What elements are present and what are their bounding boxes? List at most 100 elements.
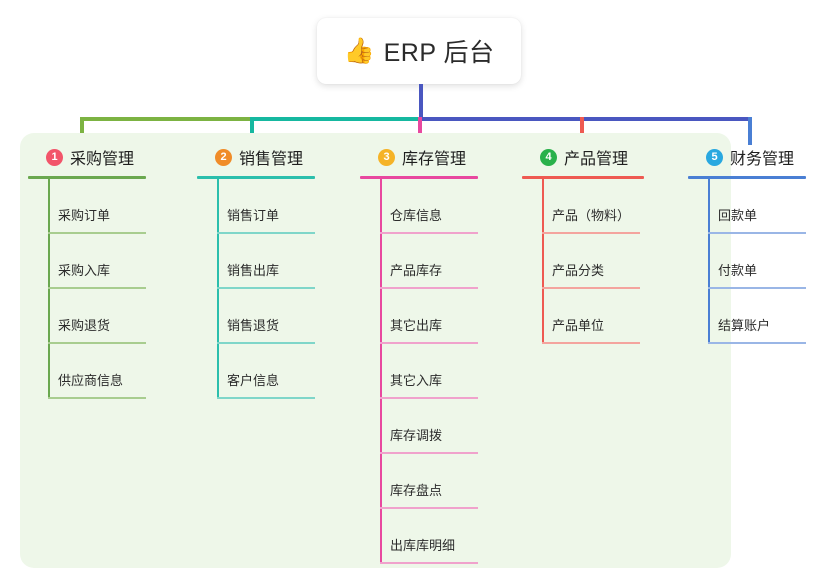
leaf-item-label: 采购订单 <box>58 208 111 223</box>
leaf-item-underline <box>542 342 640 344</box>
leaf-item[interactable]: 库存调拨 <box>360 399 478 454</box>
leaf-item[interactable]: 采购退货 <box>28 289 146 344</box>
leaf-item-underline <box>217 232 315 234</box>
leaf-item-underline <box>48 232 146 234</box>
branch-title: 库存管理 <box>402 151 467 168</box>
leaf-item-label: 采购退货 <box>58 318 111 333</box>
leaf-item-label: 客户信息 <box>227 373 280 388</box>
branch-number-badge: 1 <box>46 148 63 166</box>
leaf-item-underline <box>708 342 806 344</box>
branch-items-finance: 回款单付款单结算账户 <box>688 179 806 344</box>
leaf-item-underline <box>380 507 478 509</box>
leaf-item[interactable]: 产品单位 <box>522 289 644 344</box>
branch-number-badge: 4 <box>540 148 557 166</box>
leaf-item[interactable]: 其它出库 <box>360 289 478 344</box>
leaf-item[interactable]: 销售退货 <box>197 289 315 344</box>
leaf-item[interactable]: 产品（物料） <box>522 179 644 234</box>
branch-column-product: 4 产品管理产品（物料） 产品分类产品单位 <box>522 145 644 344</box>
leaf-item-label: 产品库存 <box>390 263 443 278</box>
branch-header-underline <box>28 176 146 179</box>
leaf-item[interactable]: 采购订单 <box>28 179 146 234</box>
branch-title: 财务管理 <box>730 151 795 168</box>
branch-number-badge: 3 <box>378 148 395 166</box>
leaf-item[interactable]: 结算账户 <box>688 289 806 344</box>
branch-title: 采购管理 <box>70 151 135 168</box>
connector-drop-sales <box>250 117 254 145</box>
connector-segment-green <box>80 117 252 121</box>
leaf-item-underline <box>217 287 315 289</box>
leaf-item[interactable]: 客户信息 <box>197 344 315 399</box>
branch-header-inventory[interactable]: 3 库存管理 <box>360 145 478 169</box>
leaf-item-underline <box>542 232 640 234</box>
connector-drop-finance <box>748 117 752 145</box>
leaf-item-underline <box>380 397 478 399</box>
leaf-item-underline <box>48 397 146 399</box>
leaf-item-label: 出库库明细 <box>390 538 456 553</box>
connector-drop-product <box>580 117 584 145</box>
branch-header-finance[interactable]: 5 财务管理 <box>688 145 806 169</box>
branch-header-underline <box>360 176 478 179</box>
branch-title: 产品管理 <box>564 151 629 168</box>
leaf-item-label: 其它入库 <box>390 373 443 388</box>
leaf-item-underline <box>708 287 806 289</box>
leaf-item-label: 产品单位 <box>552 318 605 333</box>
root-node-card[interactable]: 👍 ERP 后台 <box>317 18 521 84</box>
branch-number-badge: 2 <box>215 148 232 166</box>
branch-header-sales[interactable]: 2 销售管理 <box>197 145 315 169</box>
branch-column-inventory: 3 库存管理仓库信息产品库存其它出库其它入库库存调拨库存盘点出库库明细 <box>360 145 478 564</box>
leaf-item-underline <box>708 232 806 234</box>
branch-items-purchase: 采购订单采购入库采购退货供应商信息 <box>28 179 146 399</box>
leaf-item-label: 其它出库 <box>390 318 443 333</box>
branch-header-product[interactable]: 4 产品管理 <box>522 145 644 169</box>
leaf-item-label: 付款单 <box>718 263 758 278</box>
leaf-item[interactable]: 仓库信息 <box>360 179 478 234</box>
branch-number-badge: 5 <box>706 148 723 166</box>
leaf-item-label: 产品（物料） <box>552 208 631 223</box>
leaf-item-underline <box>380 562 478 564</box>
leaf-item-label: 销售出库 <box>227 263 280 278</box>
branch-header-underline <box>688 176 806 179</box>
leaf-item-underline <box>217 397 315 399</box>
leaf-item[interactable]: 出库库明细 <box>360 509 478 564</box>
leaf-item[interactable]: 销售订单 <box>197 179 315 234</box>
leaf-item[interactable]: 产品库存 <box>360 234 478 289</box>
leaf-item-underline <box>48 342 146 344</box>
connector-drop-purchase <box>80 117 84 145</box>
leaf-item-underline <box>380 287 478 289</box>
leaf-item-label: 库存盘点 <box>390 483 443 498</box>
leaf-item-underline <box>380 342 478 344</box>
leaf-item-label: 采购入库 <box>58 263 111 278</box>
connector-segment-indigo <box>422 117 752 121</box>
branch-column-purchase: 1 采购管理采购订单采购入库采购退货供应商信息 <box>28 145 146 399</box>
leaf-item-label: 产品分类 <box>552 263 605 278</box>
branch-spine <box>542 179 544 344</box>
leaf-item[interactable]: 供应商信息 <box>28 344 146 399</box>
page-title: ERP 后台 <box>383 39 495 67</box>
leaf-item[interactable]: 付款单 <box>688 234 806 289</box>
leaf-item-label: 供应商信息 <box>58 373 124 388</box>
branch-spine <box>708 179 710 344</box>
leaf-item[interactable]: 销售出库 <box>197 234 315 289</box>
branch-header-underline <box>522 176 644 179</box>
leaf-item-underline <box>217 342 315 344</box>
branch-spine <box>48 179 50 399</box>
leaf-item-underline <box>542 287 640 289</box>
branch-items-sales: 销售订单销售出库销售退货客户信息 <box>197 179 315 399</box>
leaf-item-underline <box>48 287 146 289</box>
leaf-item[interactable]: 其它入库 <box>360 344 478 399</box>
leaf-item[interactable]: 库存盘点 <box>360 454 478 509</box>
branch-spine <box>217 179 219 399</box>
branch-header-purchase[interactable]: 1 采购管理 <box>28 145 146 169</box>
branch-title: 销售管理 <box>239 151 304 168</box>
branch-items-product: 产品（物料） 产品分类产品单位 <box>522 179 644 344</box>
leaf-item-label: 销售退货 <box>227 318 280 333</box>
leaf-item[interactable]: 回款单 <box>688 179 806 234</box>
leaf-item[interactable]: 采购入库 <box>28 234 146 289</box>
branch-column-sales: 2 销售管理销售订单销售出库销售退货客户信息 <box>197 145 315 399</box>
branch-spine <box>380 179 382 564</box>
leaf-item[interactable]: 产品分类 <box>522 234 644 289</box>
leaf-item-label: 回款单 <box>718 208 758 223</box>
connector-stem <box>419 84 423 120</box>
leaf-item-underline <box>380 452 478 454</box>
